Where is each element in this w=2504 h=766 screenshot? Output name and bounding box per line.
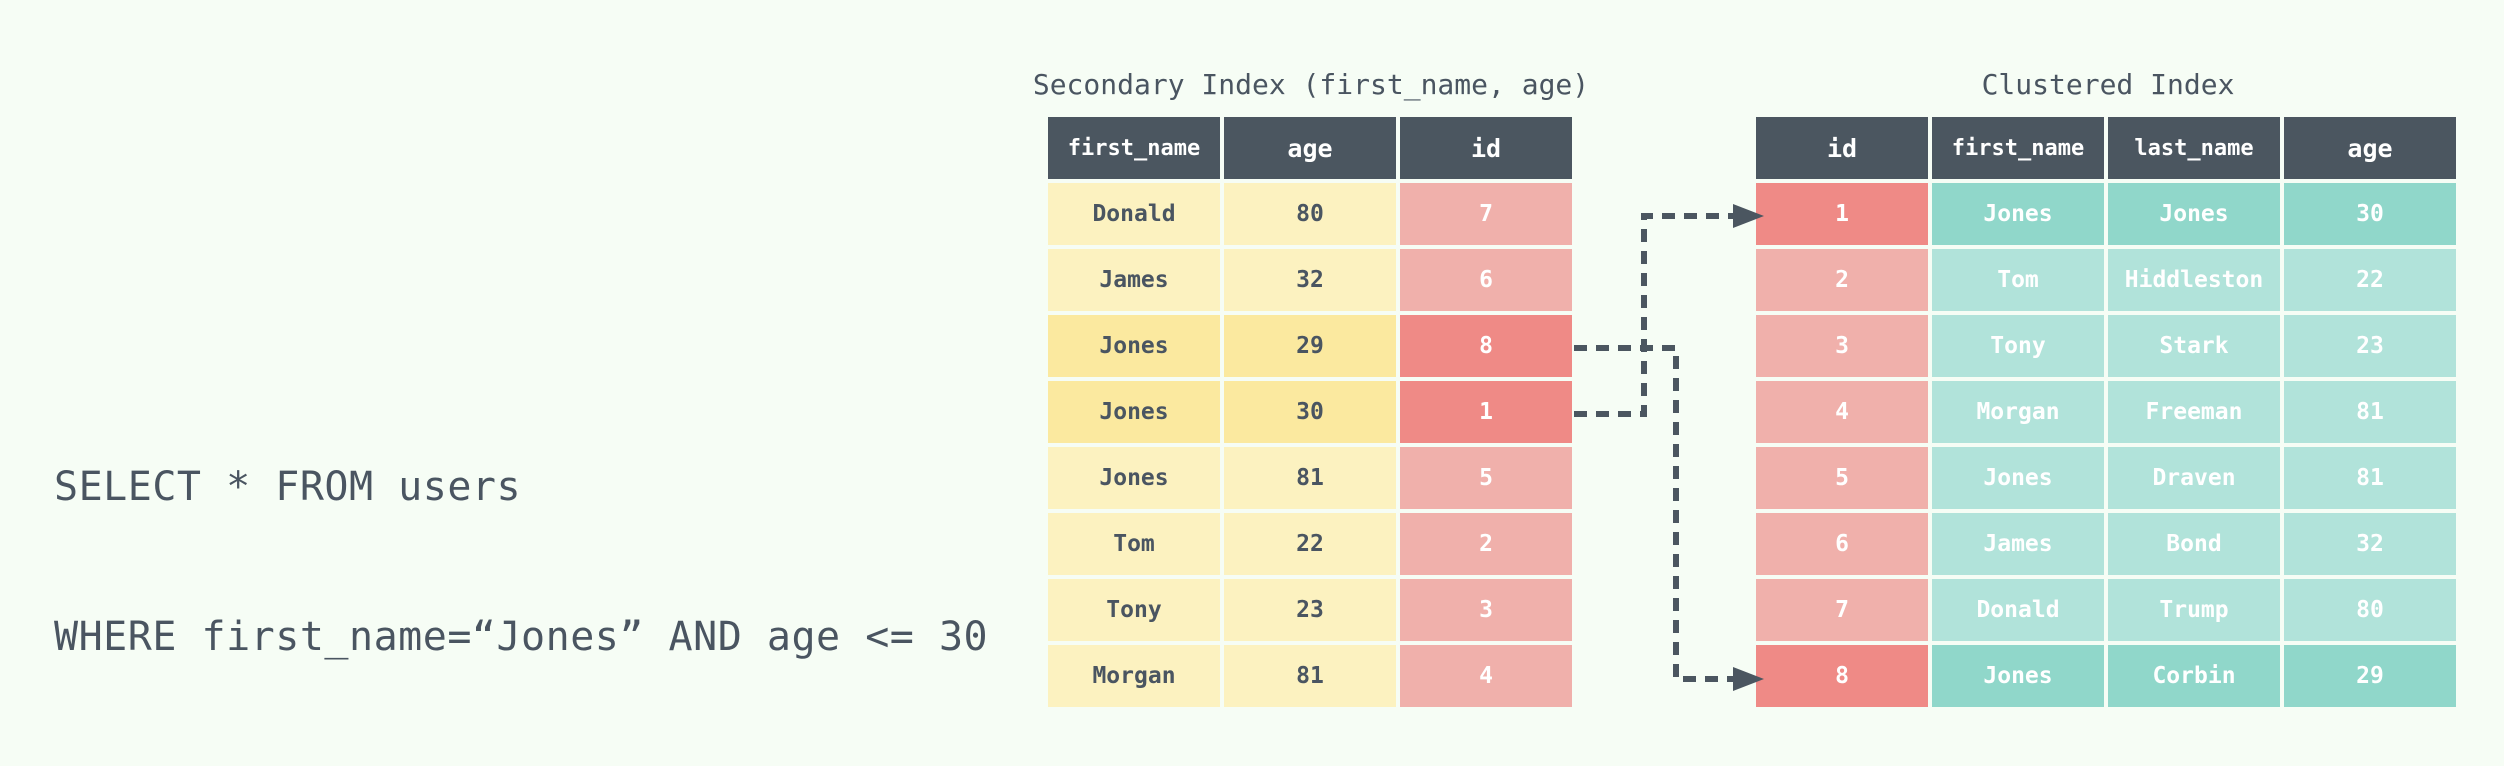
secondary_index-cell-first-name: Tom xyxy=(1048,513,1220,575)
clustered_index-cell-first-name: Jones xyxy=(1932,645,2104,707)
secondary_index-header-id: id xyxy=(1400,117,1572,179)
clustered_index-cell-age: 23 xyxy=(2284,315,2456,377)
clustered_index-cell-id: 4 xyxy=(1756,381,1928,443)
secondary_index-cell-age: 81 xyxy=(1224,645,1396,707)
secondary_index-header-first-name: first_name xyxy=(1048,117,1220,179)
clustered_index-cell-first-name: Morgan xyxy=(1932,381,2104,443)
clustered_index-cell-id: 7 xyxy=(1756,579,1928,641)
clustered_index-cell-last-name: Stark xyxy=(2108,315,2280,377)
clustered_index-cell-age: 30 xyxy=(2284,183,2456,245)
clustered_index-cell-id: 1 xyxy=(1756,183,1928,245)
clustered_index-cell-age: 32 xyxy=(2284,513,2456,575)
clustered_index-cell-last-name: Hiddleston xyxy=(2108,249,2280,311)
secondary_index-cell-first-name: Jones xyxy=(1048,447,1220,509)
secondary_index-header-age: age xyxy=(1224,117,1396,179)
secondary_index-cell-id: 1 xyxy=(1400,381,1572,443)
arrowhead-row1 xyxy=(1733,204,1764,228)
clustered_index-header-age: age xyxy=(2284,117,2456,179)
clustered_index-cell-first-name: Jones xyxy=(1932,447,2104,509)
clustered_index-cell-id: 6 xyxy=(1756,513,1928,575)
secondary_index-cell-first-name: Donald xyxy=(1048,183,1220,245)
secondary_index-cell-age: 22 xyxy=(1224,513,1396,575)
clustered_index-cell-age: 29 xyxy=(2284,645,2456,707)
clustered_index-cell-id: 3 xyxy=(1756,315,1928,377)
secondary_index-cell-age: 29 xyxy=(1224,315,1396,377)
sql-line-2: WHERE first_name=“Jones” AND age <= 30 xyxy=(54,614,989,660)
clustered_index-cell-age: 81 xyxy=(2284,447,2456,509)
secondary_index-cell-id: 6 xyxy=(1400,249,1572,311)
secondary_index-cell-age: 80 xyxy=(1224,183,1396,245)
clustered_index-cell-id: 8 xyxy=(1756,645,1928,707)
secondary_index-cell-age: 23 xyxy=(1224,579,1396,641)
secondary_index-cell-age: 30 xyxy=(1224,381,1396,443)
secondary_index-cell-id: 3 xyxy=(1400,579,1572,641)
clustered-index-title: Clustered Index xyxy=(1981,68,2235,101)
secondary_index-cell-id: 7 xyxy=(1400,183,1572,245)
secondary_index-cell-first-name: James xyxy=(1048,249,1220,311)
secondary_index-cell-first-name: Jones xyxy=(1048,381,1220,443)
secondary_index-cell-id: 5 xyxy=(1400,447,1572,509)
clustered_index-header-last-name: last_name xyxy=(2108,117,2280,179)
secondary_index-cell-age: 81 xyxy=(1224,447,1396,509)
arrow-id1-to-row1 xyxy=(1574,213,1736,417)
sql-line-1: SELECT * FROM users xyxy=(54,464,522,510)
secondary_index-cell-first-name: Tony xyxy=(1048,579,1220,641)
clustered_index-cell-age: 80 xyxy=(2284,579,2456,641)
clustered_index-header-first-name: first_name xyxy=(1932,117,2104,179)
clustered_index-cell-id: 2 xyxy=(1756,249,1928,311)
clustered_index-cell-last-name: Jones xyxy=(2108,183,2280,245)
secondary_index-cell-first-name: Jones xyxy=(1048,315,1220,377)
arrowhead-row8 xyxy=(1733,667,1764,691)
secondary-index-title: Secondary Index (first_name, age) xyxy=(1032,68,1590,101)
arrow-id8-to-row8 xyxy=(1574,345,1736,682)
clustered_index-header-id: id xyxy=(1756,117,1928,179)
secondary_index-cell-id: 2 xyxy=(1400,513,1572,575)
clustered_index-cell-first-name: Tom xyxy=(1932,249,2104,311)
sql-query: SELECT * FROM users WHERE first_name=“Jo… xyxy=(54,362,988,712)
clustered_index-cell-first-name: Jones xyxy=(1932,183,2104,245)
clustered_index-cell-last-name: Bond xyxy=(2108,513,2280,575)
secondary_index-cell-id: 8 xyxy=(1400,315,1572,377)
clustered_index-cell-age: 81 xyxy=(2284,381,2456,443)
clustered_index-cell-age: 22 xyxy=(2284,249,2456,311)
clustered_index-cell-last-name: Corbin xyxy=(2108,645,2280,707)
clustered_index-cell-first-name: Tony xyxy=(1932,315,2104,377)
clustered_index-cell-last-name: Trump xyxy=(2108,579,2280,641)
secondary_index-cell-id: 4 xyxy=(1400,645,1572,707)
clustered_index-cell-id: 5 xyxy=(1756,447,1928,509)
clustered_index-cell-first-name: James xyxy=(1932,513,2104,575)
clustered_index-cell-first-name: Donald xyxy=(1932,579,2104,641)
clustered_index-cell-last-name: Draven xyxy=(2108,447,2280,509)
secondary_index-cell-first-name: Morgan xyxy=(1048,645,1220,707)
secondary_index-cell-age: 32 xyxy=(1224,249,1396,311)
clustered_index-cell-last-name: Freeman xyxy=(2108,381,2280,443)
